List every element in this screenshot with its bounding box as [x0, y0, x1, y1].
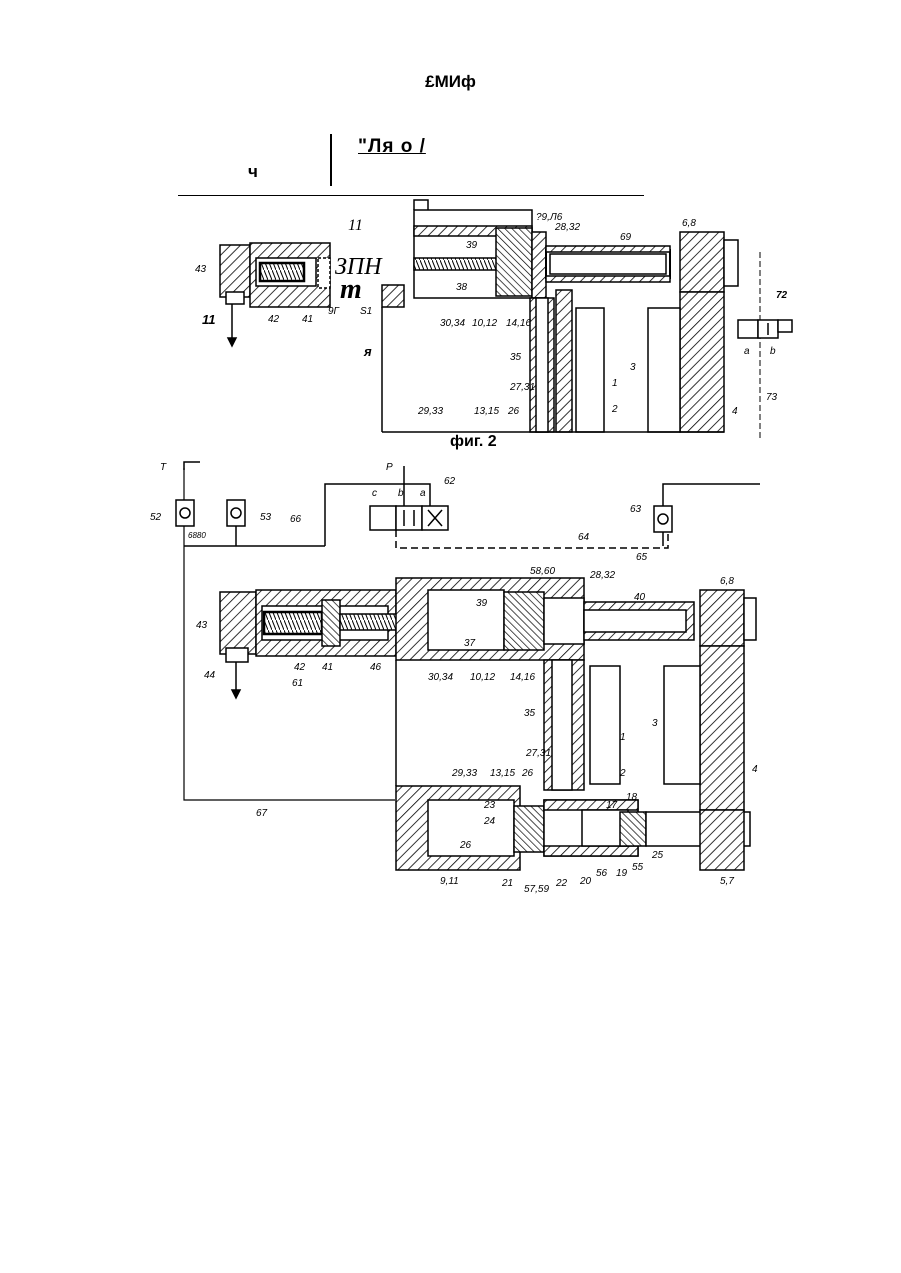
label-61: 61 — [292, 678, 303, 689]
label-10-12: 10,12 — [470, 672, 495, 683]
figure-caption: фиг. 2 — [450, 433, 497, 450]
label-19: 19 — [616, 868, 628, 879]
label-6-8: 6,8 — [682, 218, 696, 229]
label-65: 65 — [636, 552, 648, 563]
label-3: 3 — [652, 718, 658, 729]
label-23: 23 — [483, 800, 496, 811]
label-13-15: 13,15 — [474, 406, 499, 417]
label-P: P — [386, 462, 393, 473]
label-30-34: 30,34 — [440, 318, 465, 329]
label-56: 56 — [596, 868, 608, 879]
label-c: c — [372, 488, 377, 499]
label-30-34: 30,34 — [428, 672, 453, 683]
label-24: 24 — [483, 816, 496, 827]
label-25: 25 — [651, 850, 664, 861]
label-43: 43 — [195, 264, 207, 275]
label-28-32: 28,32 — [554, 222, 580, 233]
label-64: 64 — [578, 532, 590, 543]
label-42: 42 — [294, 662, 306, 673]
label-35: 35 — [524, 708, 536, 719]
label-42: 42 — [268, 314, 280, 325]
label-26: 26 — [507, 406, 520, 417]
label-44: 44 — [204, 670, 216, 681]
label-2: 2 — [611, 404, 618, 415]
label-26b: 26 — [459, 840, 472, 851]
marker-ya: я — [363, 344, 372, 359]
label-29-33: 29,33 — [451, 768, 477, 779]
label-39: 39 — [476, 598, 488, 609]
label-58-60: 58,60 — [530, 566, 555, 577]
label-14-16: 14,16 — [506, 318, 531, 329]
label-69: 69 — [620, 232, 632, 243]
label-a: a — [744, 346, 750, 357]
piston-39-bottom — [504, 592, 544, 650]
marker-11: 11 — [348, 217, 363, 234]
label-43: 43 — [196, 620, 208, 631]
label-46: 46 — [370, 662, 382, 673]
label-57-59: 57,59 — [524, 884, 549, 895]
label-55: 55 — [632, 862, 644, 873]
label-a2: a — [420, 488, 426, 499]
label-41: 41 — [302, 314, 313, 325]
label-1: 1 — [612, 378, 618, 389]
label-39: 39 — [466, 240, 478, 251]
label-10-12: 10,12 — [472, 318, 497, 329]
label-40: 40 — [634, 592, 646, 603]
label-38: 38 — [456, 282, 468, 293]
label-63: 63 — [630, 504, 642, 515]
label-62: 62 — [444, 476, 456, 487]
label-72: 72 — [776, 290, 788, 301]
marker-m: m — [340, 274, 362, 305]
label-11: 11 — [202, 312, 216, 327]
label-21: 21 — [501, 878, 513, 889]
label-5-7: 5,7 — [720, 876, 734, 887]
label-20: 20 — [579, 876, 592, 887]
label-4: 4 — [752, 764, 758, 775]
label-22: 22 — [555, 878, 568, 889]
piston-39 — [496, 228, 532, 296]
label-4: 4 — [732, 406, 738, 417]
label-T: T — [160, 462, 167, 473]
label-6-8: 6,8 — [720, 576, 734, 587]
label-18: 18 — [626, 792, 638, 803]
end-cap-43-bottom — [220, 592, 256, 654]
label-2: 2 — [619, 768, 626, 779]
label-29-33: 29,33 — [417, 406, 443, 417]
label-52: 52 — [150, 512, 162, 523]
label-9-11: 9,11 — [440, 876, 459, 887]
label-35: 35 — [510, 352, 522, 363]
label-27-31: 27,31 — [525, 748, 551, 759]
label-3: 3 — [630, 362, 636, 373]
label-b2: b — [398, 488, 404, 499]
label-28-32: 28,32 — [589, 570, 615, 581]
label-26a: 26 — [521, 768, 534, 779]
label-b: b — [770, 346, 776, 357]
label-1: 1 — [620, 732, 626, 743]
label-67: 67 — [256, 808, 268, 819]
label-14-16: 14,16 — [510, 672, 535, 683]
label-9g: 9Г — [328, 306, 341, 317]
label-17: 17 — [606, 800, 618, 811]
label-13-15: 13,15 — [490, 768, 515, 779]
label-6880: 6880 — [188, 531, 206, 540]
label-41: 41 — [322, 662, 333, 673]
label-53: 53 — [260, 512, 272, 523]
label-s1: S1 — [360, 306, 372, 317]
label-37: 37 — [464, 638, 476, 649]
label-66: 66 — [290, 514, 302, 525]
end-cap-43 — [220, 245, 250, 297]
label-27-31: 27,31 — [509, 382, 535, 393]
label-73: 73 — [766, 392, 778, 403]
